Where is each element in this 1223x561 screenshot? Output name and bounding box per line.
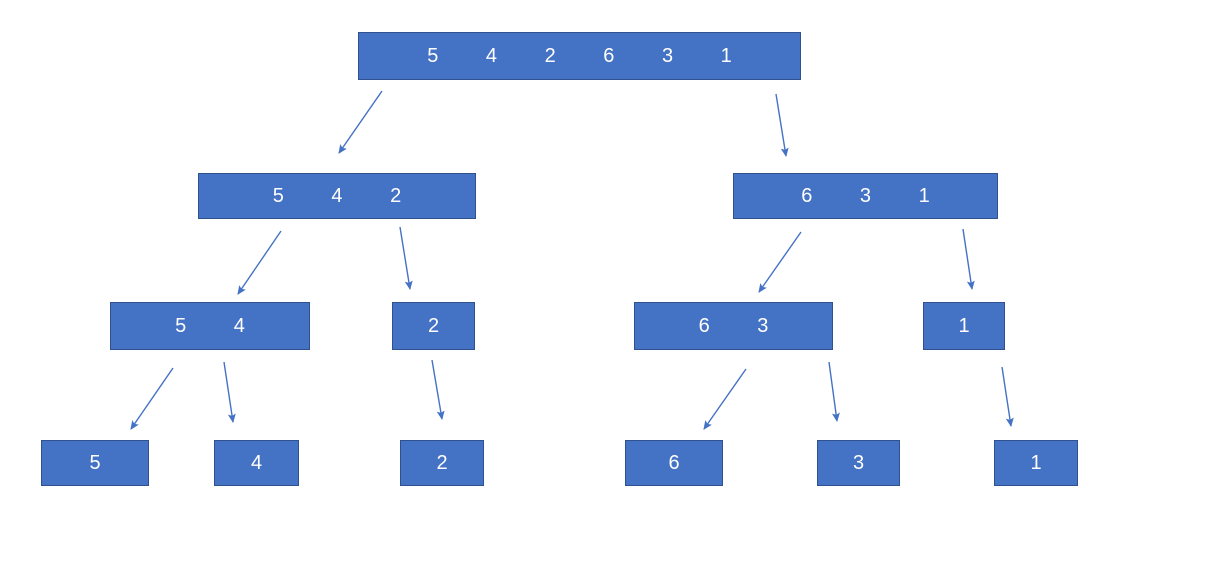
node-leaf-3: 3 — [817, 440, 900, 486]
arrow-l2-right-to-l3-right-single — [962, 228, 975, 290]
node-l3-right-single: 1 — [923, 302, 1005, 350]
arrow-root-to-l2-right — [775, 93, 789, 157]
node-l2-right: 6 3 1 — [733, 173, 998, 219]
node-leaf-6: 6 — [625, 440, 723, 486]
node-l2-left: 5 4 2 — [198, 173, 476, 219]
node-leaf-5: 5 — [41, 440, 149, 486]
arrow-l3-right-pair-to-leaf-3 — [828, 361, 840, 422]
node-l3-left-pair: 5 4 — [110, 302, 310, 350]
arrow-l3-right-pair-to-leaf-6 — [703, 368, 747, 430]
arrow-l3-left-single-to-leaf-2 — [431, 359, 445, 420]
arrow-l3-left-pair-to-leaf-4 — [223, 361, 236, 423]
node-l3-right-pair: 6 3 — [634, 302, 833, 350]
arrow-l2-left-to-l3-left-single — [399, 226, 413, 290]
arrow-l2-left-to-l3-left-pair — [237, 230, 282, 295]
node-leaf-2: 2 — [400, 440, 484, 486]
arrow-l3-left-pair-to-leaf-5 — [130, 367, 174, 430]
arrow-root-to-l2-left — [338, 90, 383, 154]
arrow-l2-right-to-l3-right-pair — [758, 231, 802, 293]
node-leaf-1: 1 — [994, 440, 1078, 486]
node-leaf-4: 4 — [214, 440, 299, 486]
arrow-l3-right-single-to-leaf-1 — [1001, 366, 1014, 427]
node-l3-left-single: 2 — [392, 302, 475, 350]
node-root: 5 4 2 6 3 1 — [358, 32, 801, 80]
